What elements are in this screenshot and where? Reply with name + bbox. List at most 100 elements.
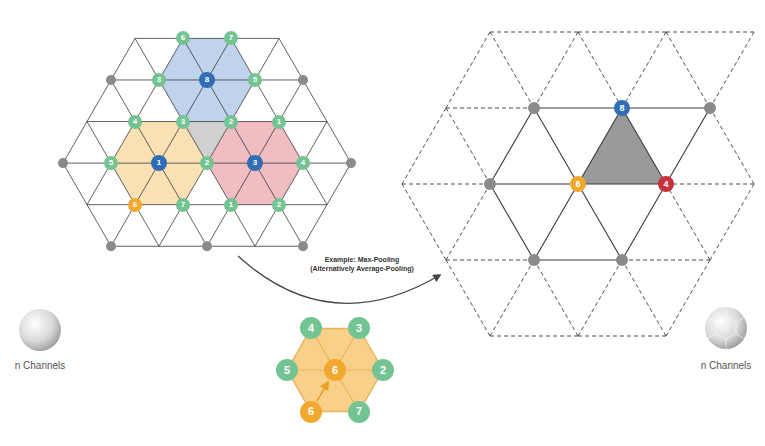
mesh-edge [578,108,622,184]
pooled-face [578,108,666,184]
node-value: 8 [205,76,209,84]
node-value: 4 [663,180,668,189]
mesh-edge [622,108,666,184]
mesh-edge [490,184,534,260]
mesh-edge-dashed [402,108,446,184]
node-value: 1 [157,159,161,167]
pooling-arrow [317,382,328,401]
mesh-edge [490,108,534,184]
node-value: 2 [380,365,386,376]
mesh-edge [231,38,279,39]
mesh-vertex [704,102,716,114]
value-node: 3 [176,115,190,129]
value-node: 5 [248,73,262,87]
mesh-edge [87,80,111,122]
value-node: 1 [224,198,238,212]
node-value: 2 [205,159,209,167]
mesh-edge [279,204,327,205]
mesh-edge-dashed [578,260,622,336]
mesh-vertex [528,254,540,266]
mesh-edge [622,184,666,260]
value-node: 1 [151,155,167,171]
node-value: 6 [133,201,137,209]
node-value: 8 [619,104,624,113]
mesh-edge-dashed [490,32,534,108]
mesh-edge [279,38,303,80]
value-node: 6 [128,198,142,212]
mesh-edge-dashed [446,260,534,261]
value-node: 7 [224,31,238,45]
node-value: 4 [301,159,305,167]
mesh-vertex [528,102,540,114]
mesh-edge-dashed [402,184,490,185]
node-value: 1 [277,118,281,126]
mesh-edge-dashed [622,260,710,261]
node-value: 2 [229,118,233,126]
node-value: 7 [356,406,362,417]
mesh-edges [63,38,351,246]
pooling-curve-arrow [238,256,440,303]
mesh-edge-dashed [666,260,710,336]
value-node: 6 [176,31,190,45]
operation-label: Example: Max-Pooling [325,256,400,264]
mesh-vertex [484,178,496,190]
mesh-edge-dashed [446,108,490,184]
sphere-facet [708,334,716,339]
mesh-vertex [298,75,308,85]
mesh-edge [87,205,111,247]
sphere-facet [726,340,727,349]
mesh-edge [534,259,622,260]
mesh-edge-dashed [622,260,666,336]
mesh-vertex [298,241,308,251]
mesh-edge-dashed [666,32,710,108]
node-value: 7 [181,201,185,209]
mesh-edge-dashed [446,32,490,108]
sphere-facets [708,307,744,349]
value-node: 7 [348,401,370,423]
mesh-edge [255,79,303,80]
mesh-edge [63,122,87,164]
mesh-edge-dashed [622,32,666,108]
node-value: 3 [356,323,362,334]
mesh-vertex [58,158,68,168]
value-node: 8 [199,72,215,88]
mesh-edge-dashed [710,32,754,108]
value-node: 2 [272,198,286,212]
mesh-edge-dashed [402,184,446,260]
value-node: 6 [300,401,322,423]
value-node: 8 [614,100,630,116]
mesh-edge-dashed [666,184,754,185]
mesh-vertex [616,254,628,266]
mesh-edge [534,184,578,260]
coarse-mesh-edges [402,32,754,336]
value-node: 6 [324,359,346,381]
faceted-sphere [705,307,747,349]
mesh-edge-dashed [490,260,534,336]
node-value: 6 [332,365,338,376]
smooth-sphere [19,309,61,351]
mesh-edge [622,107,710,108]
sphere-facet [708,318,716,323]
channel-label: n Channels [701,360,752,372]
mesh-edge [534,107,622,108]
mesh-edge-dashed [710,184,754,260]
node-value: 5 [253,76,257,84]
mesh-edge-dashed [578,32,622,108]
node-value: 7 [229,34,233,42]
operation-label: (Alternatively Average-Pooling) [310,265,414,273]
mesh-edge [207,246,255,247]
mesh-edge-dashed [446,184,490,260]
value-node: 2 [200,156,214,170]
mesh-edge [666,108,710,184]
mesh-edge-dashed [578,32,666,33]
zoom-hexagon [287,328,383,411]
value-node: 4 [658,176,674,192]
node-value: 6 [308,406,314,417]
sphere-facet [736,318,744,323]
value-node: 3 [247,155,263,171]
value-node: 6 [570,176,586,192]
node-value: 6 [575,180,580,189]
value-node: 2 [224,115,238,129]
node-value: 4 [308,323,314,334]
